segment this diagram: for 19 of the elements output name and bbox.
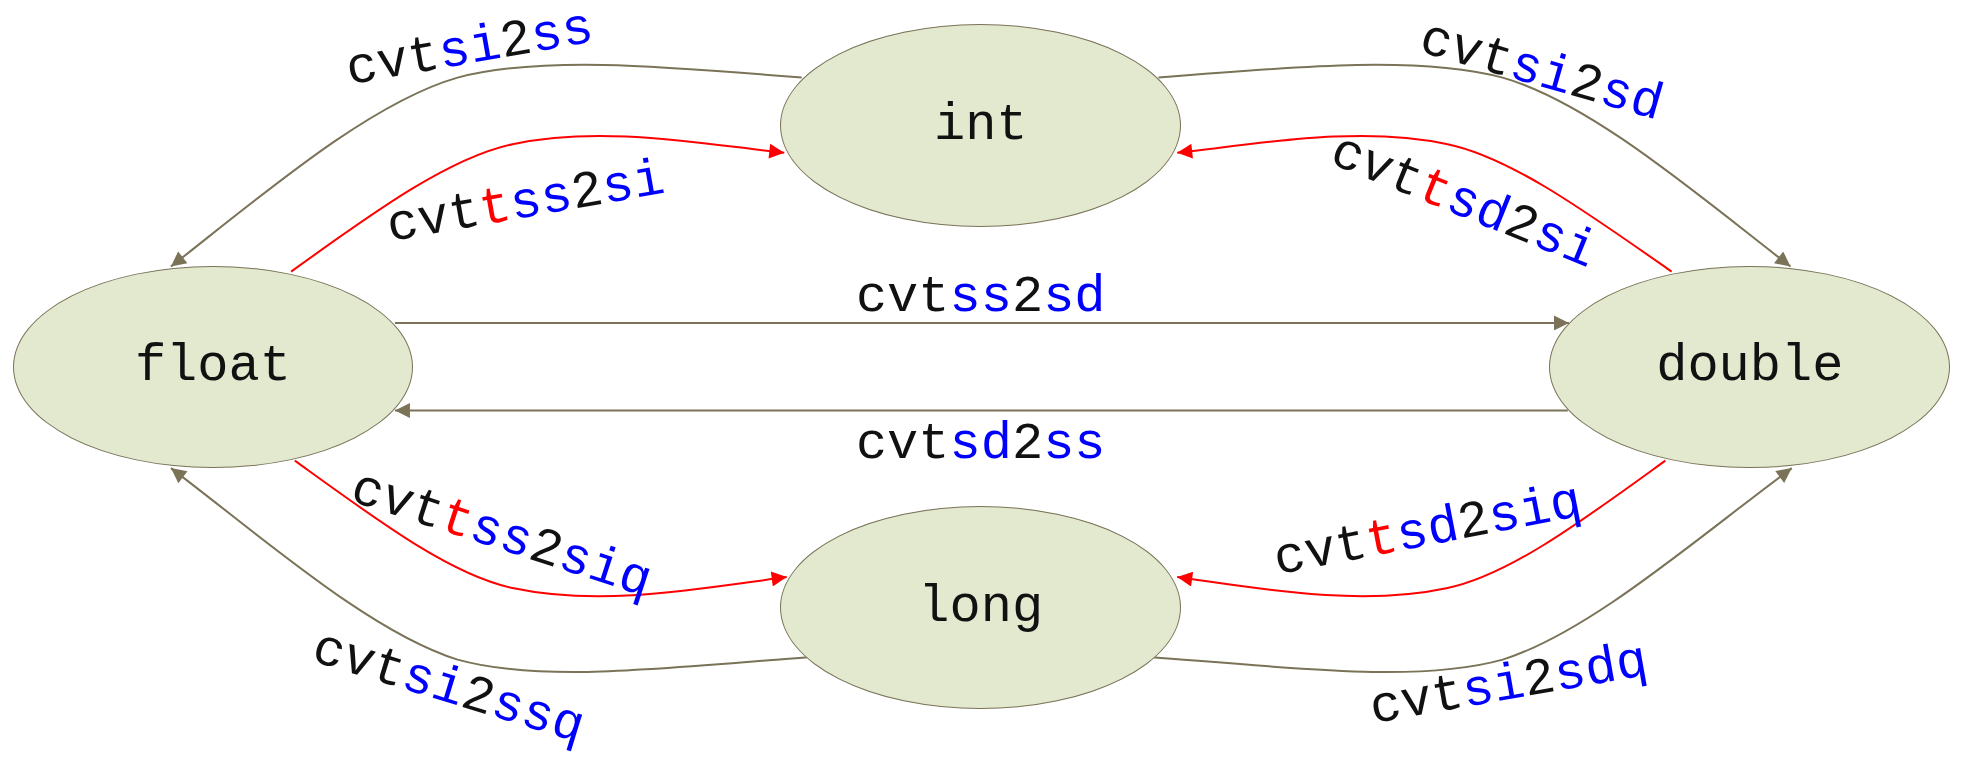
node-label: long bbox=[918, 577, 1044, 637]
arrow bbox=[1176, 459, 1667, 598]
edge-label: cvtsd2ss bbox=[855, 418, 1106, 471]
arrow bbox=[290, 134, 786, 273]
arrow bbox=[393, 403, 1569, 419]
edge-label: cvtsi2ss bbox=[342, 2, 598, 98]
arrow bbox=[1157, 63, 1792, 268]
node-label: float bbox=[134, 337, 291, 397]
edge-label: cvtsi2sdq bbox=[1366, 636, 1653, 737]
arrow bbox=[1176, 134, 1673, 273]
edge-label: cvttss2si bbox=[383, 154, 669, 255]
edge-label: cvttss2siq bbox=[344, 463, 658, 610]
edge-label: cvtss2sd bbox=[855, 272, 1106, 325]
node-label: double bbox=[1656, 337, 1844, 397]
node-label: int bbox=[933, 95, 1028, 155]
arrow bbox=[393, 315, 1570, 331]
edge-label: cvtsi2ssq bbox=[306, 622, 591, 755]
edge-label: cvttsd2siq bbox=[1269, 477, 1587, 588]
arrow bbox=[169, 63, 803, 268]
